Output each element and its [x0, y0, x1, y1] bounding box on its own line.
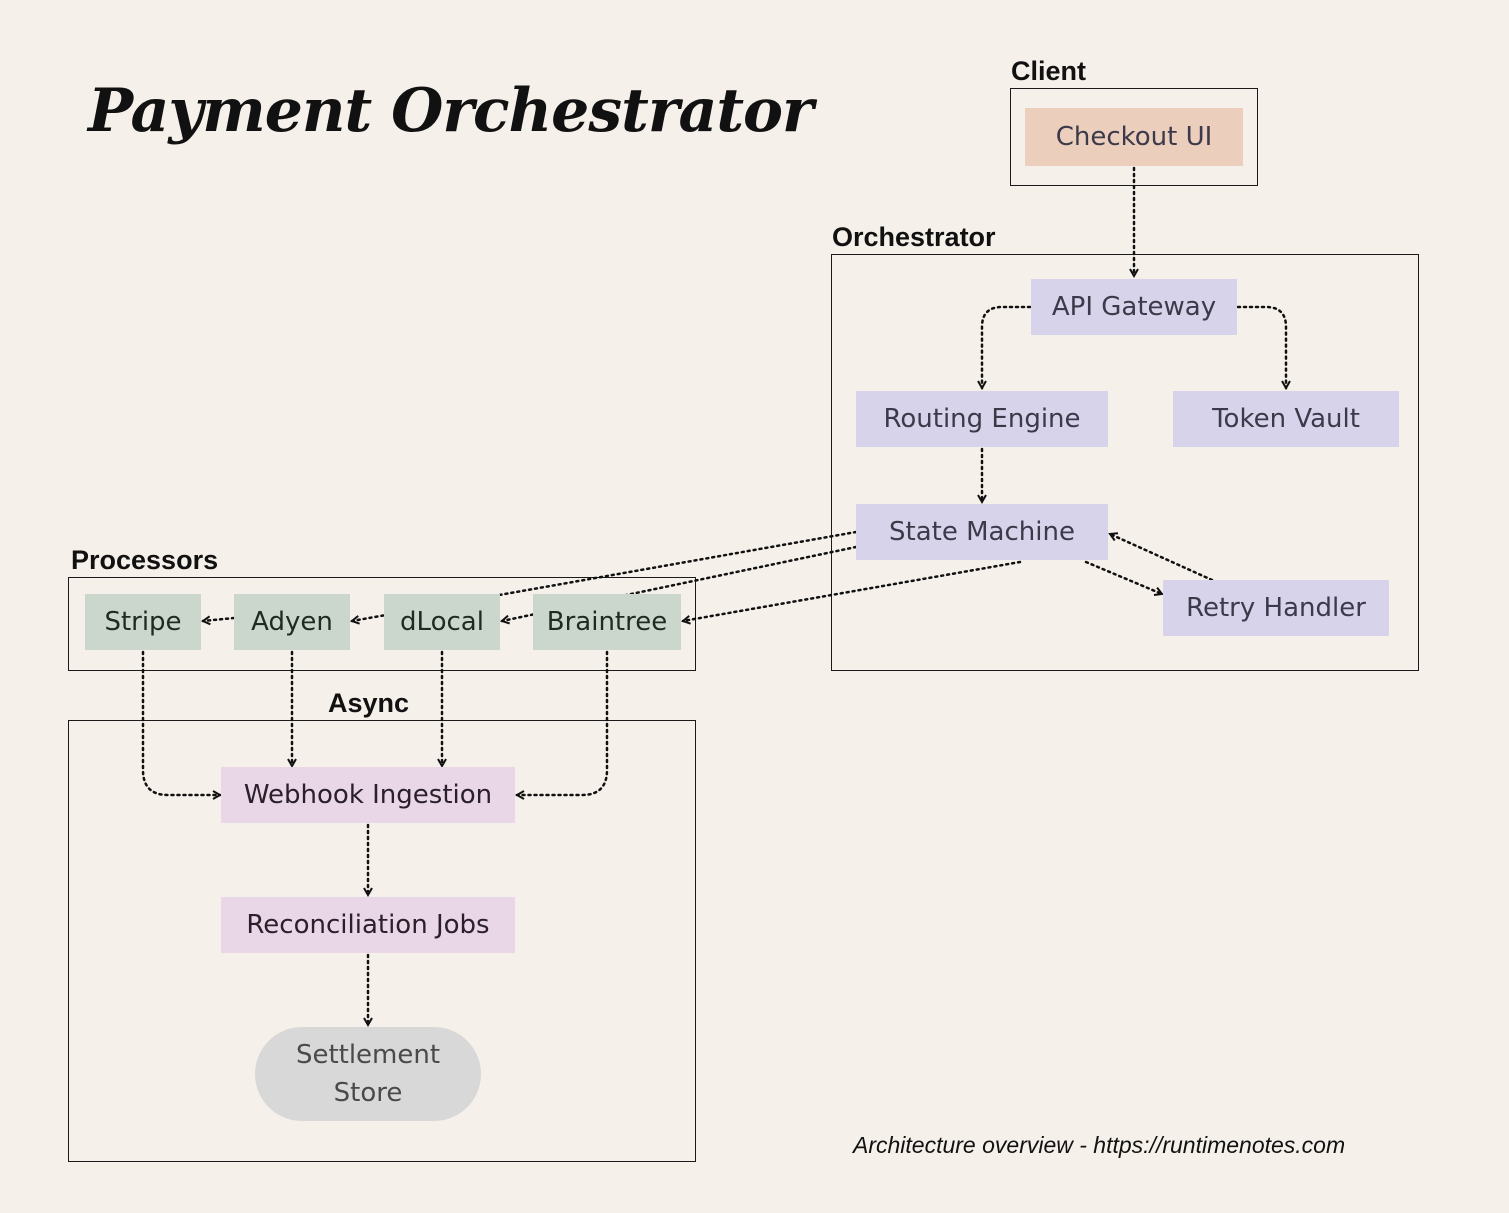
node-checkout-ui[interactable]: Checkout UI	[1025, 108, 1243, 166]
edge-gateway-to-vault	[1236, 305, 1286, 388]
group-async	[68, 720, 696, 1162]
node-stripe[interactable]: Stripe	[85, 594, 201, 650]
footer-caption: Architecture overview - https://runtimen…	[853, 1132, 1346, 1158]
node-reconciliation-jobs[interactable]: Reconciliation Jobs	[221, 897, 515, 953]
edge-retry-to-state	[1110, 534, 1214, 582]
edge-braintree-to-webhook	[517, 650, 609, 795]
node-settlement-store[interactable]: Settlement Store	[255, 1027, 481, 1121]
group-client-label: Client	[1011, 56, 1087, 86]
node-dlocal[interactable]: dLocal	[384, 594, 500, 650]
group-processors-label: Processors	[71, 545, 219, 575]
node-adyen[interactable]: Adyen	[234, 594, 350, 650]
edge-gateway-to-routing	[982, 305, 1032, 388]
node-token-vault[interactable]: Token Vault	[1173, 391, 1399, 447]
node-api-gateway[interactable]: API Gateway	[1031, 279, 1237, 335]
edge-adyen-to-stripe	[203, 618, 236, 621]
node-retry-handler[interactable]: Retry Handler	[1163, 580, 1389, 636]
group-async-label: Async	[328, 688, 410, 718]
node-braintree[interactable]: Braintree	[533, 594, 681, 650]
node-state-machine[interactable]: State Machine	[856, 504, 1108, 560]
diagram-title: Payment Orchestrator	[88, 76, 814, 146]
group-orchestrator	[831, 254, 1419, 671]
edge-state-to-retry	[1084, 560, 1162, 594]
edge-stripe-to-webhook	[141, 650, 220, 795]
node-webhook-ingestion[interactable]: Webhook Ingestion	[221, 767, 515, 823]
node-routing-engine[interactable]: Routing Engine	[856, 391, 1108, 447]
group-processors	[68, 577, 696, 671]
group-orchestrator-label: Orchestrator	[832, 222, 996, 252]
edge-state-to-braintree	[683, 560, 1022, 621]
